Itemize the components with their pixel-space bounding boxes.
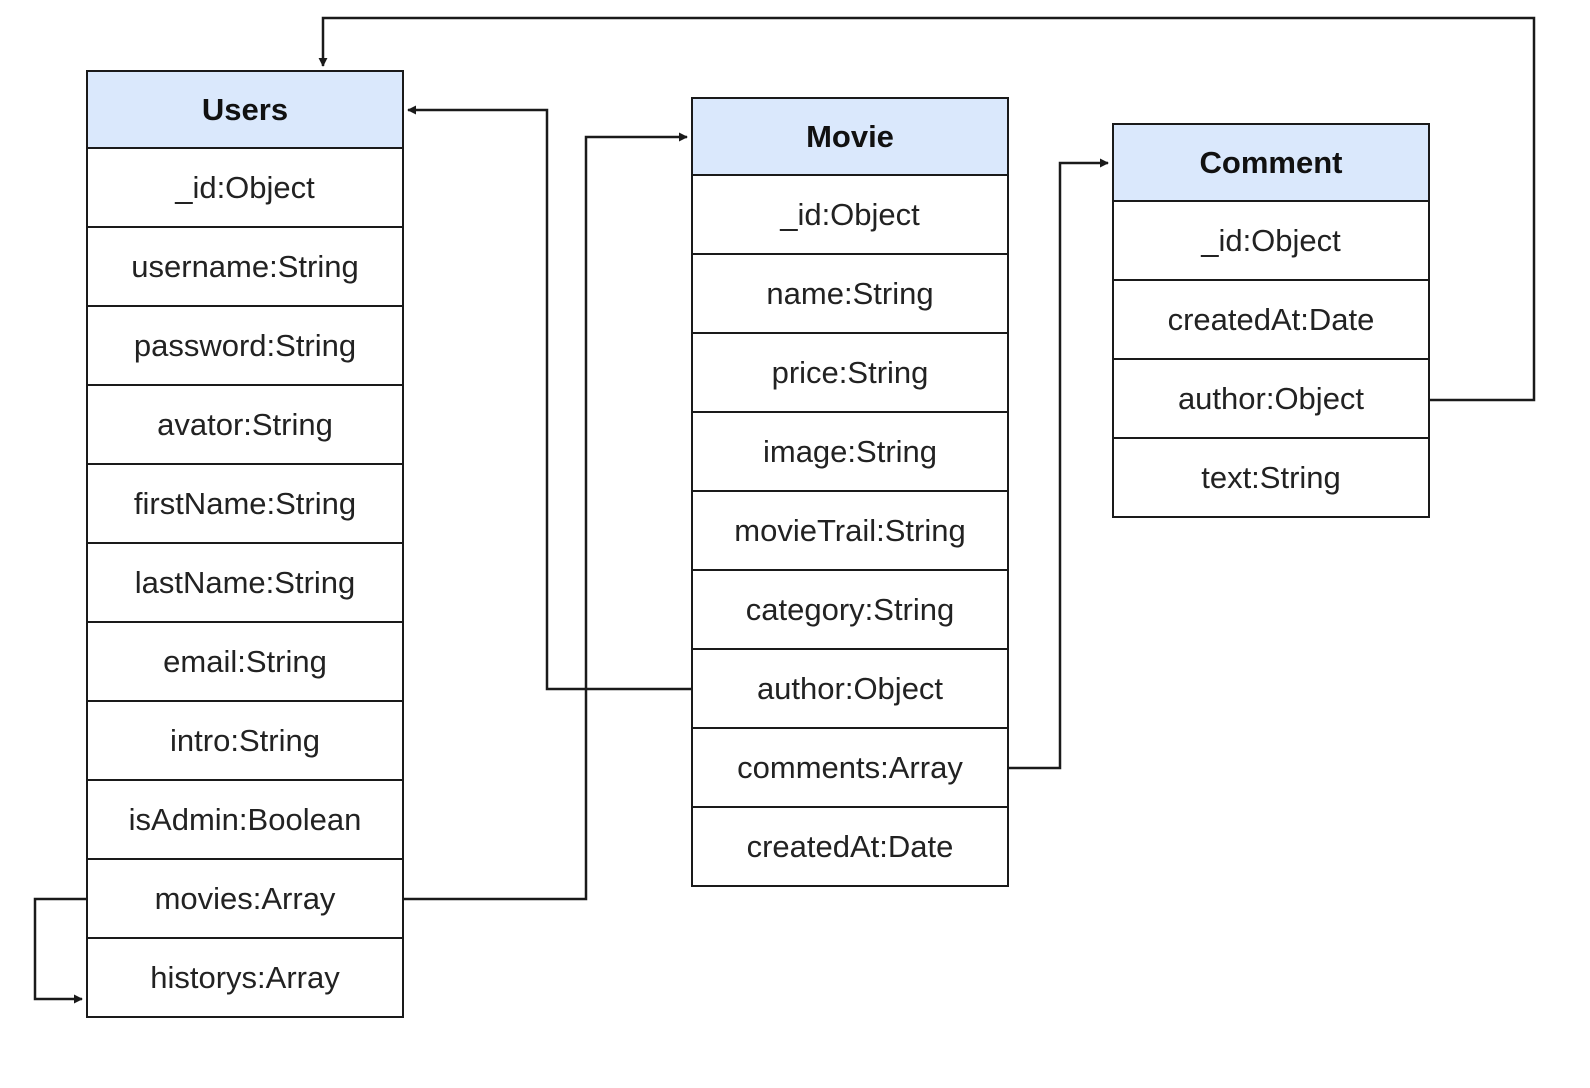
comment-field-row: createdAt:Date <box>1112 281 1430 360</box>
users-field-row: movies:Array <box>86 860 404 939</box>
movie-field-row: price:String <box>691 334 1009 413</box>
users-field-row: avator:String <box>86 386 404 465</box>
connector-movie-author-to-users <box>407 105 691 691</box>
movie-field-row: image:String <box>691 413 1009 492</box>
users-field-row: historys:Array <box>86 939 404 1018</box>
connector-comment-author-to-users <box>318 16 1536 402</box>
connector-users-movies-to-movie <box>404 132 688 901</box>
users-field-row: intro:String <box>86 702 404 781</box>
users-field-row: username:String <box>86 228 404 307</box>
movie-table-title: Movie <box>691 97 1009 176</box>
comment-field-row: _id:Object <box>1112 202 1430 281</box>
comment-field-row: text:String <box>1112 439 1430 518</box>
movie-field-row: comments:Array <box>691 729 1009 808</box>
movie-field-row: createdAt:Date <box>691 808 1009 887</box>
users-field-row: email:String <box>86 623 404 702</box>
connector-movie-comments-to-comment <box>1009 158 1109 770</box>
users-field-row: isAdmin:Boolean <box>86 781 404 860</box>
movie-field-row: movieTrail:String <box>691 492 1009 571</box>
movie-field-row: _id:Object <box>691 176 1009 255</box>
movie-field-row: name:String <box>691 255 1009 334</box>
comment-table-title: Comment <box>1112 123 1430 202</box>
users-table-title: Users <box>86 70 404 149</box>
movie-field-row: category:String <box>691 571 1009 650</box>
movie-field-row: author:Object <box>691 650 1009 729</box>
users-field-row: _id:Object <box>86 149 404 228</box>
users-field-row: firstName:String <box>86 465 404 544</box>
users-field-row: lastName:String <box>86 544 404 623</box>
users-field-row: password:String <box>86 307 404 386</box>
comment-field-row: author:Object <box>1112 360 1430 439</box>
connector-users-movies-to-historys <box>33 897 86 1004</box>
